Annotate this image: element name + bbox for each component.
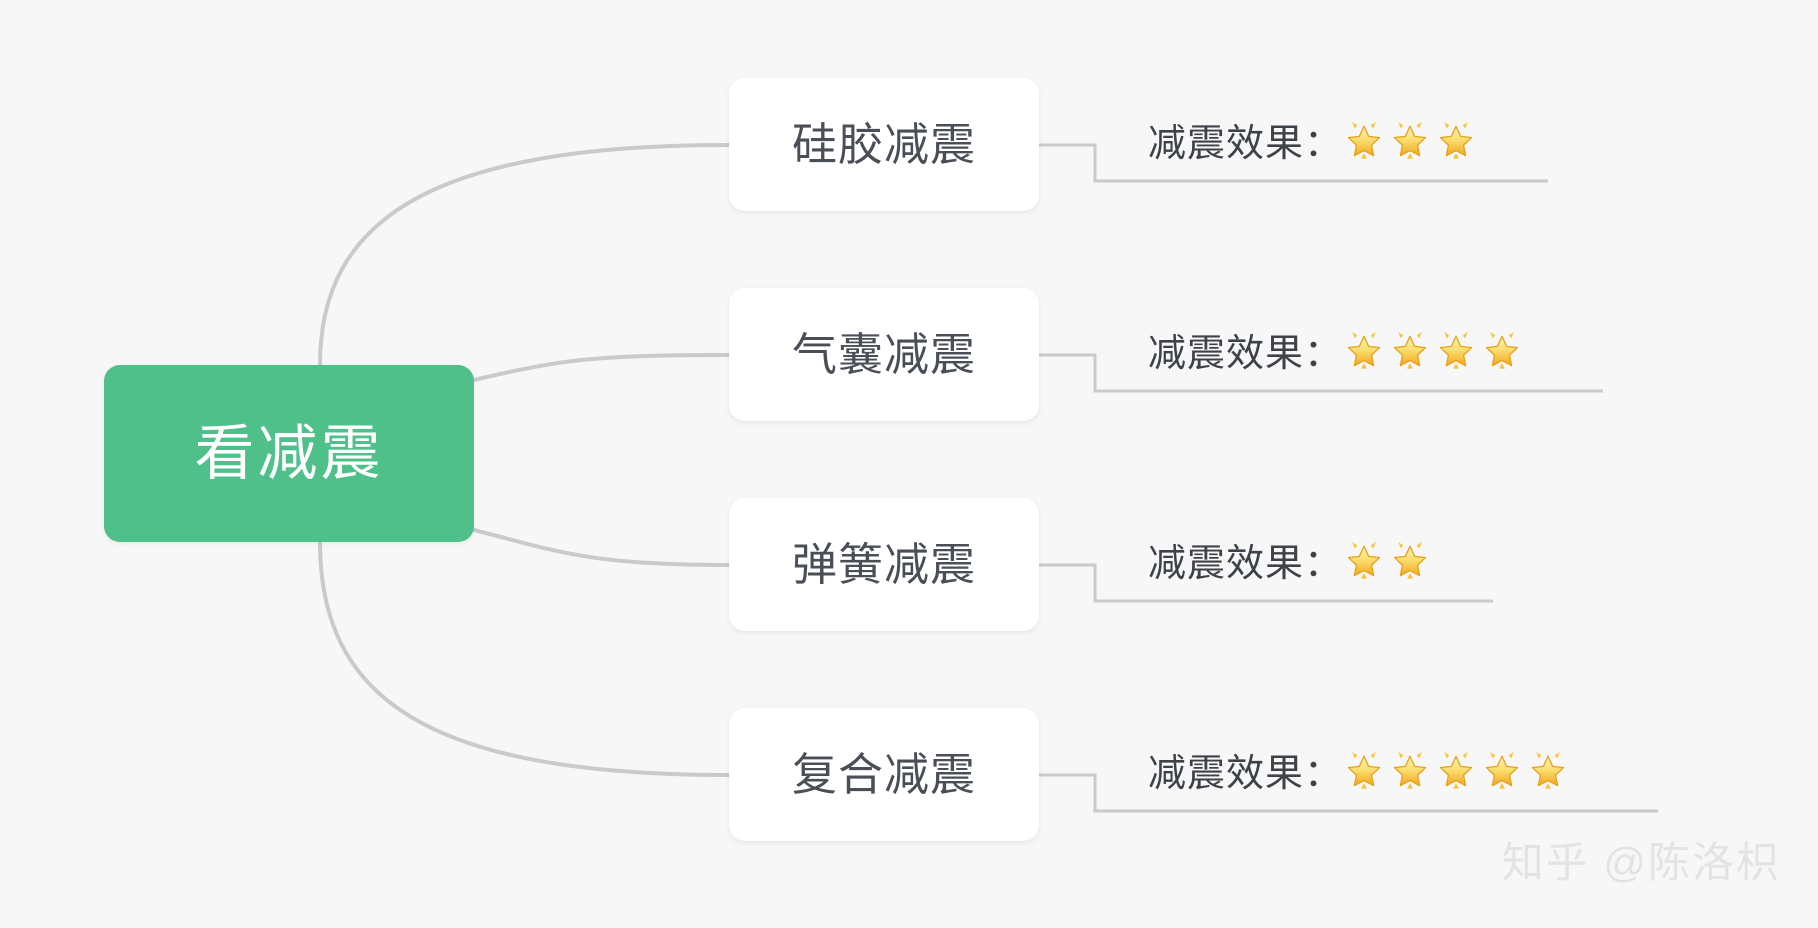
star-icon [1439, 752, 1473, 789]
branch-node-label: 气囊减震 [791, 329, 976, 380]
star-rating-icons [1343, 537, 1435, 583]
star-icon [1485, 332, 1519, 369]
star-icon [1439, 332, 1473, 369]
root-node[interactable]: 看减震 [104, 365, 474, 542]
edge-root-to-branch-0 [318, 143, 731, 367]
leaf-node-spring[interactable]: 减震效果： [1148, 537, 1435, 583]
leaf-label: 减震效果： [1148, 753, 1344, 795]
branch-node-composite[interactable]: 复合减震 [729, 708, 1039, 841]
star-icon [1347, 542, 1381, 579]
edge-root-to-branch-3 [318, 540, 731, 777]
star-icon [1347, 332, 1381, 369]
star-icon [1531, 752, 1565, 789]
leaf-label: 减震效果： [1148, 123, 1344, 165]
star-icon [1393, 332, 1427, 369]
star-icon [1347, 122, 1381, 159]
star-rating-icons [1343, 747, 1573, 793]
leaf-node-composite[interactable]: 减震效果： [1148, 747, 1573, 793]
star-icon [1393, 542, 1427, 579]
branch-node-label: 硅胶减震 [791, 119, 976, 170]
branch-node-silicone[interactable]: 硅胶减震 [729, 78, 1039, 211]
leaf-node-silicone[interactable]: 减震效果： [1148, 117, 1481, 163]
star-rating-icons [1343, 327, 1527, 373]
star-rating-icons [1343, 117, 1481, 163]
branch-node-airbag[interactable]: 气囊减震 [729, 288, 1039, 421]
edge-root-to-branch-1 [472, 353, 731, 382]
branch-node-spring[interactable]: 弹簧减震 [729, 498, 1039, 631]
star-icon [1347, 752, 1381, 789]
star-icon [1439, 122, 1473, 159]
star-icon [1393, 122, 1427, 159]
leaf-label: 减震效果： [1148, 543, 1344, 585]
zhihu-watermark: 知乎 @陈洛枳 [1501, 839, 1780, 886]
leaf-node-airbag[interactable]: 减震效果： [1148, 327, 1527, 373]
star-icon [1393, 752, 1427, 789]
branch-node-label: 弹簧减震 [791, 539, 976, 590]
branch-node-label: 复合减震 [791, 749, 976, 800]
star-icon [1485, 752, 1519, 789]
root-node-label: 看减震 [194, 419, 384, 487]
edge-root-to-branch-2 [472, 528, 731, 567]
leaf-label: 减震效果： [1148, 333, 1344, 375]
